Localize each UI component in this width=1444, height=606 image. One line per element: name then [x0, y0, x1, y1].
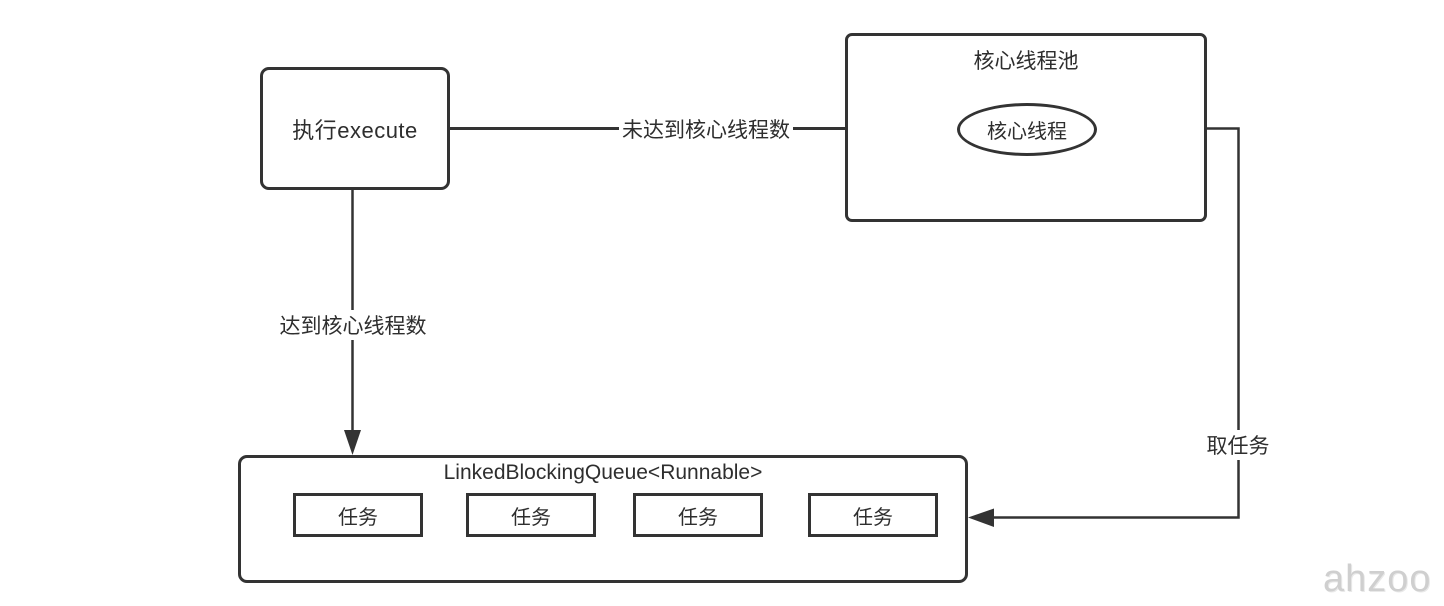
edge-label-take-task: 取任务	[1203, 430, 1273, 460]
edge-take-task-line	[991, 127, 1240, 519]
edge-to-queue-arrowhead-icon	[344, 430, 361, 455]
watermark: ahzoo	[1323, 558, 1432, 600]
task-item-label: 任务	[678, 506, 718, 529]
core-thread-node: 核心线程	[957, 103, 1097, 156]
queue-title: LinkedBlockingQueue<Runnable>	[443, 461, 763, 484]
core-pool-node: 核心线程池	[845, 33, 1207, 222]
core-pool-title: 核心线程池	[973, 50, 1079, 73]
execute-node: 执行execute	[260, 67, 450, 190]
task-item: 任务	[293, 493, 423, 537]
task-item-label: 任务	[853, 506, 893, 529]
task-item-label: 任务	[511, 506, 551, 529]
task-item: 任务	[633, 493, 763, 537]
task-item: 任务	[808, 493, 938, 537]
edge-label-to-queue: 达到核心线程数	[276, 310, 430, 340]
task-item: 任务	[466, 493, 596, 537]
edge-label-to-core-pool: 未达到核心线程数	[619, 114, 793, 144]
core-thread-label: 核心线程	[987, 121, 1067, 143]
queue-node: LinkedBlockingQueue<Runnable> 任务 任务 任务 任…	[238, 455, 968, 583]
task-item-label: 任务	[338, 506, 378, 529]
execute-node-label: 执行execute	[292, 117, 418, 143]
edge-take-task-arrowhead-icon	[968, 508, 994, 527]
